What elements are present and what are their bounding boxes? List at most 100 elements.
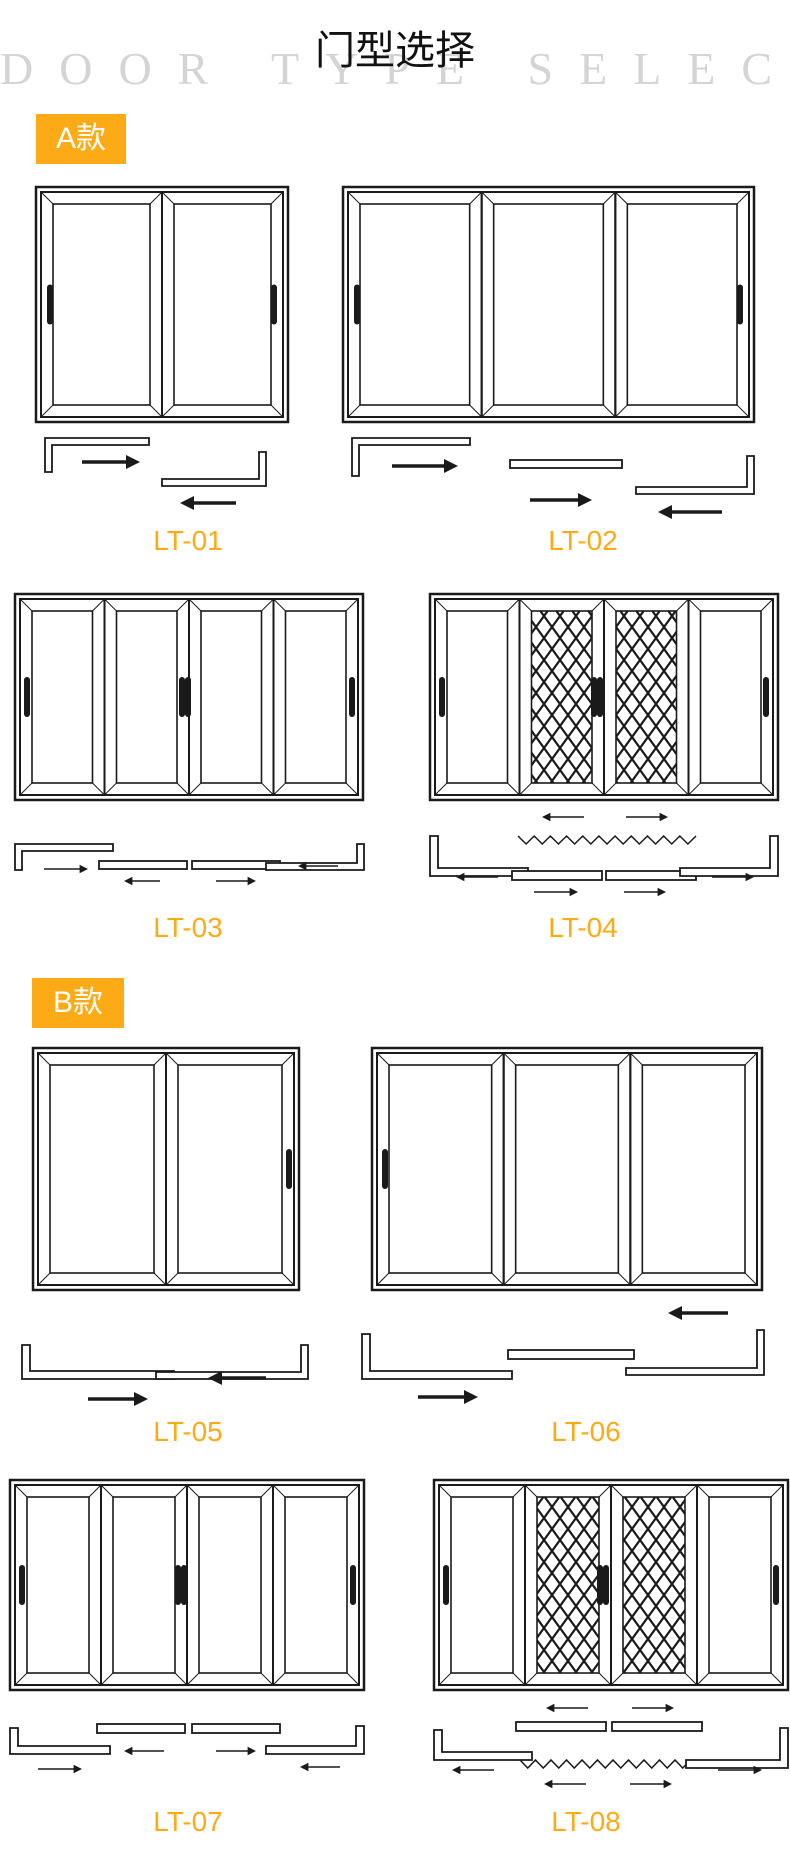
door-glass [284, 610, 347, 784]
door-code-lt-08: LT-08 [551, 1806, 621, 1837]
track-rail [509, 459, 623, 469]
track-rail [98, 860, 188, 870]
door-bevel [434, 782, 448, 796]
arrow-head [745, 872, 754, 882]
door-bevel [688, 782, 701, 796]
door-glass [446, 610, 509, 784]
door-glass [26, 1496, 90, 1674]
door-bevel [591, 598, 605, 612]
door-bevel [760, 598, 774, 612]
door-bevel [165, 1272, 179, 1286]
door-bevel [519, 782, 532, 796]
door-glass [198, 1496, 262, 1674]
track-rail [507, 1349, 635, 1360]
door-bevel [149, 404, 163, 418]
arrow-head [578, 493, 592, 507]
door-handle-icon [19, 1565, 25, 1605]
door-bevel [104, 782, 117, 796]
door-bevel [469, 191, 483, 205]
track-diagram-lt-01 [44, 437, 267, 510]
door-bevel [376, 1052, 390, 1066]
door-bevel [273, 782, 286, 796]
door-bevel [19, 598, 33, 612]
door-bevel [617, 1272, 631, 1286]
door-handle-icon [603, 1565, 609, 1605]
door-code-lt-05: LT-05 [153, 1416, 223, 1447]
door-bevel [186, 1672, 200, 1686]
door-bevel [736, 191, 750, 205]
door-bevel [153, 1052, 167, 1066]
door-panel [272, 598, 359, 796]
door-bevel [760, 782, 774, 796]
door-bevel [347, 404, 361, 418]
door-diagram-lt-05 [31, 1046, 301, 1292]
door-bevel [260, 1672, 274, 1686]
door-bevel [676, 598, 689, 612]
door-bevel [676, 782, 689, 796]
door-panel [165, 1052, 295, 1286]
arrow-head [569, 887, 578, 897]
arrow-head [124, 876, 133, 886]
door-bevel [438, 1484, 452, 1498]
folding-screen-track [519, 1758, 707, 1770]
door-bevel [770, 1672, 784, 1686]
door-bevel [512, 1672, 526, 1686]
track-bracket [433, 1729, 533, 1761]
door-bevel [40, 404, 54, 418]
door-panel [696, 1484, 784, 1686]
door-diagram-lt-08 [432, 1478, 790, 1692]
door-glass [200, 610, 263, 784]
door-bevel [610, 1672, 624, 1686]
door-bevel [186, 1484, 200, 1498]
door-bevel [744, 1272, 758, 1286]
track-bracket [685, 1727, 789, 1769]
door-panel [161, 191, 284, 418]
door-bevel [434, 598, 448, 612]
door-bevel [507, 782, 520, 796]
door-handle-icon [763, 677, 769, 717]
door-glass [173, 203, 272, 406]
arrow-head [298, 861, 307, 871]
door-bevel [261, 598, 274, 612]
door-bevel [614, 191, 628, 205]
arrow-head [659, 812, 668, 822]
door-bevel [37, 1272, 51, 1286]
section-badge-b: B款 [32, 978, 124, 1028]
door-bevel [281, 1052, 295, 1066]
door-bevel [347, 191, 361, 205]
arrow-head [247, 876, 256, 886]
arrow-head [542, 812, 551, 822]
door-bevel [503, 1052, 517, 1066]
door-bevel [92, 598, 105, 612]
door-bevel [603, 782, 617, 796]
door-handle-icon [597, 677, 603, 717]
door-handle-icon [286, 1149, 292, 1189]
door-handle-icon [47, 284, 53, 325]
door-bevel [503, 1272, 517, 1286]
door-bevel [260, 1484, 274, 1498]
door-bevel [270, 191, 284, 205]
door-bevel [524, 1484, 538, 1498]
door-bevel [188, 598, 202, 612]
track-bracket [14, 843, 114, 871]
arrow-head [546, 1703, 555, 1713]
door-glass [112, 1496, 176, 1674]
door-bevel [736, 404, 750, 418]
door-handle-icon [271, 284, 277, 325]
door-bevel [346, 1672, 360, 1686]
door-bevel [688, 598, 701, 612]
door-glass [115, 610, 178, 784]
section-badge-a: A款 [36, 114, 126, 164]
door-bevel [40, 191, 54, 205]
arrow-head [134, 1392, 148, 1406]
door-bevel [100, 1484, 114, 1498]
track-diagram-lt-08 [433, 1703, 789, 1789]
folding-screen-track [517, 834, 697, 846]
door-bevel [481, 404, 495, 418]
door-diagram-lt-06 [370, 1046, 764, 1292]
door-bevel [491, 1272, 505, 1286]
track-rail [191, 1723, 281, 1734]
door-bevel [92, 782, 105, 796]
door-bevel [176, 782, 190, 796]
